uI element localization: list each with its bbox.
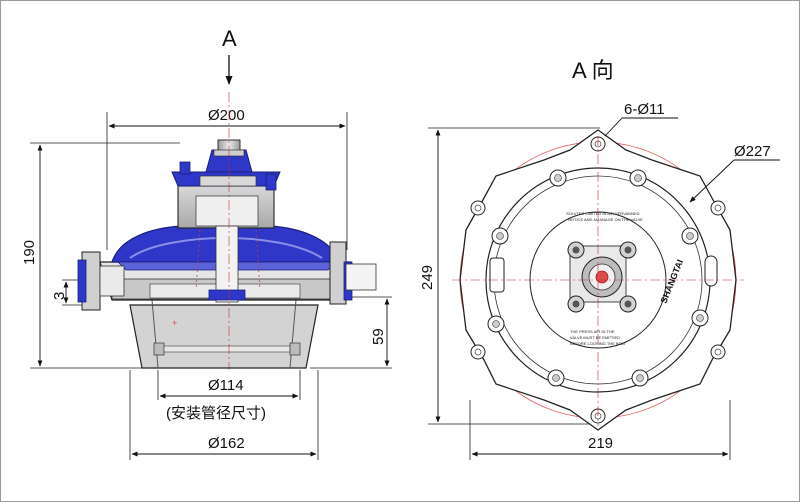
housing-inner-lines — [151, 299, 297, 369]
pilot-screw-left — [179, 161, 191, 175]
dim-height: 190 — [21, 240, 38, 265]
hole — [470, 344, 486, 360]
housing-rib — [159, 345, 291, 353]
cover-text-top: SOLVTEC LIMITED IN AIR SERVANNED — [566, 211, 640, 216]
cover-text-mid: NOTICE AND AMANAGE ON THE VALVE — [568, 217, 643, 222]
leader-holes — [604, 117, 623, 137]
left-bolt-head — [77, 259, 87, 303]
body-bolts — [487, 169, 709, 387]
top-view: A 向 249 219 — [419, 58, 780, 460]
coil-band — [199, 175, 257, 187]
hole — [710, 344, 726, 360]
pilot-bolt-core — [572, 300, 580, 308]
hole — [710, 200, 726, 216]
housing-lug-right — [289, 342, 301, 356]
bolt-core — [634, 174, 642, 182]
outlet-stub — [345, 263, 377, 291]
view-arrow-label: A — [222, 26, 237, 51]
bolt-core — [492, 320, 500, 328]
pilot-chamber — [195, 195, 259, 227]
bolt-core — [696, 314, 704, 322]
dim-circle: Ø227 — [734, 143, 771, 160]
pilot-bolt-core — [624, 246, 632, 254]
side-slot-left — [489, 257, 505, 293]
side-view: A Ø200 190 3 59 + — [21, 26, 392, 460]
section-mark: + — [172, 318, 177, 328]
dim-right-height: 59 — [370, 328, 387, 345]
dim-height-249: 249 — [419, 265, 436, 290]
spring-lines — [195, 229, 261, 291]
dim-bottom-diameter: Ø162 — [208, 435, 245, 452]
bolt-core — [552, 374, 560, 382]
left-flange-stub — [99, 265, 125, 297]
hole — [470, 200, 486, 216]
pilot-bolt-core — [624, 300, 632, 308]
dim-pipe-diameter: Ø114 — [208, 377, 244, 394]
hole-inner — [474, 204, 482, 212]
pilot-screw-right — [265, 173, 277, 191]
bolt-core — [554, 174, 562, 182]
side-slot-right — [704, 255, 718, 287]
valve-disc — [208, 289, 246, 301]
pipe-note: (安装管径尺寸) — [166, 405, 266, 422]
hole-inner — [714, 348, 722, 356]
dim-width-219: 219 — [588, 435, 613, 452]
leader-circle — [689, 159, 735, 203]
warning-line-2: VALVE MUST BE EMPTIED — [570, 335, 620, 340]
bolt-core — [496, 232, 504, 240]
bolt-core — [636, 374, 644, 382]
hole-inner — [474, 348, 482, 356]
dim-holes: 6-Ø11 — [624, 101, 665, 118]
lower-housing — [129, 304, 319, 369]
dim-top-diameter: Ø200 — [208, 107, 245, 124]
hole-inner — [714, 204, 722, 212]
dim-small: 3 — [51, 292, 68, 300]
guide-tube — [215, 225, 239, 303]
warning-line-1: THE PRESS AIR IN THE — [570, 329, 615, 334]
warning-line-3: BEFORE LOOSING THE BOLT — [570, 341, 627, 346]
bolt-core — [686, 232, 694, 240]
top-view-title: A 向 — [572, 58, 614, 83]
pilot-bolt-core — [572, 246, 580, 254]
flange-holes — [470, 136, 726, 424]
housing-lug-left — [153, 342, 165, 356]
